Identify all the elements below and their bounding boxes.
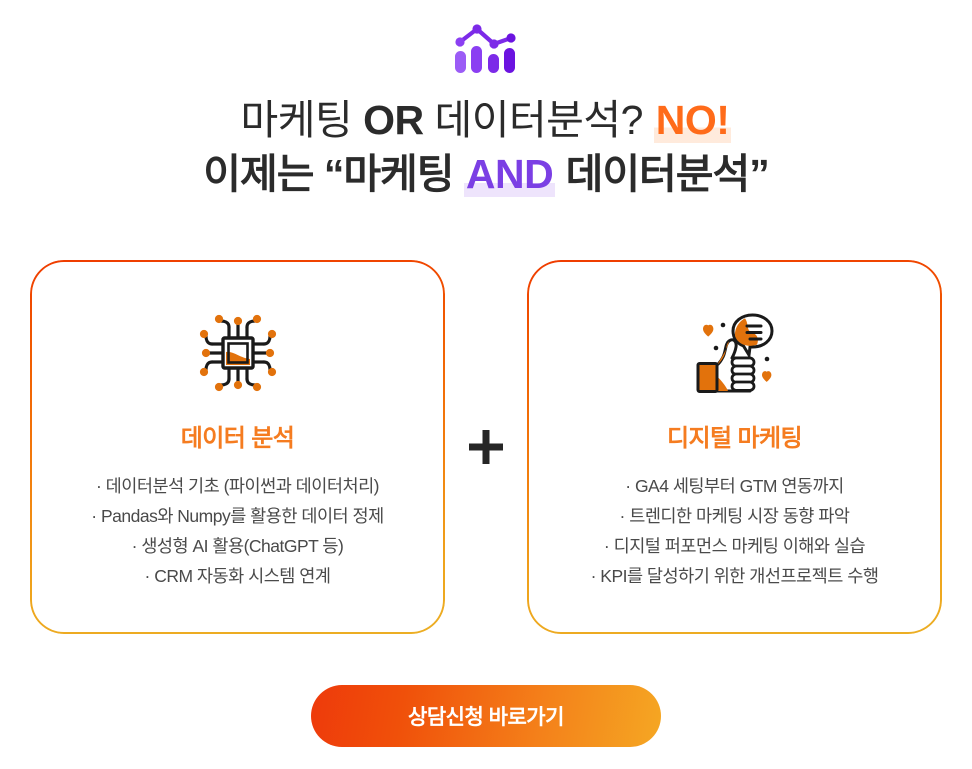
headline-l2-part2: 데이터분석” (555, 150, 770, 197)
list-item: · 디지털 퍼포먼스 마케팅 이해와 실습 (603, 536, 866, 557)
card-title-right: 디지털 마케팅 (667, 425, 803, 452)
list-item: · CRM 자동화 시스템 연계 (144, 566, 331, 587)
feature-cards-row: 데이터 분석 · 데이터분석 기초 (파이썬과 데이터처리) · Pandas와… (30, 260, 942, 634)
headline-l1-part2: 데이터분석? (423, 97, 654, 143)
list-item: · GA4 세팅부터 GTM 연동까지 (625, 476, 844, 496)
consultation-request-button[interactable]: 상담신청 바로가기 (311, 685, 661, 747)
list-item: · 데이터분석 기초 (파이썬과 데이터처리) (95, 476, 380, 496)
card-icon-wrap-right (687, 302, 783, 404)
headline-and: AND (463, 150, 556, 197)
cta-area: 상담신청 바로가기 (0, 685, 972, 747)
microchip-ai-icon (190, 305, 286, 401)
thumbs-up-speech-bubble-icon (687, 305, 783, 401)
headline-or: OR (363, 97, 424, 143)
page-title: 마케팅 OR 데이터분석? NO! 이제는 “마케팅 AND 데이터분석” (0, 97, 972, 197)
plus-icon (466, 427, 506, 467)
card-icon-wrap-left (190, 302, 286, 404)
headline-line-2: 이제는 “마케팅 AND 데이터분석” (0, 150, 972, 198)
headline-l1-part1: 마케팅 (240, 97, 364, 143)
brand-logo (0, 24, 972, 74)
card-list-right: · GA4 세팅부터 GTM 연동까지 · 트렌디한 마케팅 시장 동향 파악 … (527, 471, 942, 591)
card-title-left: 데이터 분석 (180, 425, 295, 452)
headline-l2-part1: 이제는 “마케팅 (203, 150, 464, 197)
bar-chart-line-logo-icon (453, 24, 519, 74)
list-item: · 트렌디한 마케팅 시장 동향 파악 (619, 506, 850, 527)
plus-separator (445, 427, 527, 467)
list-item: · Pandas와 Numpy를 활용한 데이터 정제 (91, 506, 384, 527)
card-list-left: · 데이터분석 기초 (파이썬과 데이터처리) · Pandas와 Numpy를… (30, 471, 445, 591)
card-digital-marketing[interactable]: 디지털 마케팅 · GA4 세팅부터 GTM 연동까지 · 트렌디한 마케팅 시… (527, 260, 942, 634)
headline-no: NO! (653, 97, 732, 143)
headline-line-1: 마케팅 OR 데이터분석? NO! (0, 97, 972, 144)
list-item: · KPI를 달성하기 위한 개선프로젝트 수행 (590, 566, 879, 587)
card-data-analysis[interactable]: 데이터 분석 · 데이터분석 기초 (파이썬과 데이터처리) · Pandas와… (30, 260, 445, 634)
list-item: · 생성형 AI 활용(ChatGPT 등) (131, 536, 344, 557)
